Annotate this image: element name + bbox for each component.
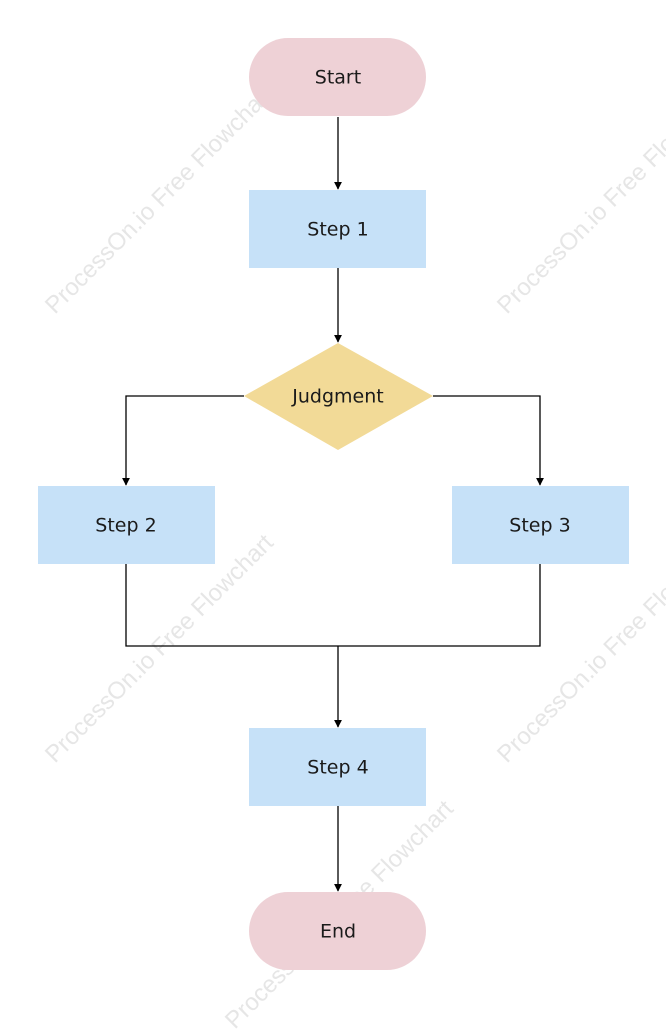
node-end-shape — [249, 892, 426, 970]
edge-judgment-to-step3 — [433, 395, 544, 486]
node-judgment[interactable]: Judgment — [244, 343, 433, 450]
node-start[interactable]: Start — [249, 38, 426, 116]
node-step3[interactable]: Step 3 — [452, 486, 629, 564]
node-step4[interactable]: Step 4 — [249, 728, 426, 806]
node-step1-shape — [249, 190, 426, 268]
node-start-label: Start — [315, 67, 361, 89]
edge-step2-to-merge — [125, 564, 338, 647]
node-step3-label: Step 3 — [509, 515, 570, 537]
node-judgment-label: Judgment — [291, 386, 383, 408]
node-end-label: End — [320, 921, 356, 943]
node-step1-label: Step 1 — [307, 219, 368, 241]
flowchart-canvas: Start Step 1 Judgment Step 2 Step 3 Step… — [38, 38, 629, 970]
node-step2-shape — [38, 486, 215, 564]
edge-judgment-to-step2 — [122, 395, 244, 486]
edges — [122, 117, 544, 892]
node-start-shape — [249, 38, 426, 116]
node-step4-label: Step 4 — [307, 757, 368, 779]
node-step1[interactable]: Step 1 — [249, 190, 426, 268]
node-step2[interactable]: Step 2 — [38, 486, 215, 564]
edge-step3-to-merge — [338, 564, 541, 647]
node-step4-shape — [249, 728, 426, 806]
node-step2-label: Step 2 — [95, 515, 156, 537]
node-end[interactable]: End — [249, 892, 426, 970]
node-step3-shape — [452, 486, 629, 564]
node-judgment-shape — [244, 343, 433, 450]
